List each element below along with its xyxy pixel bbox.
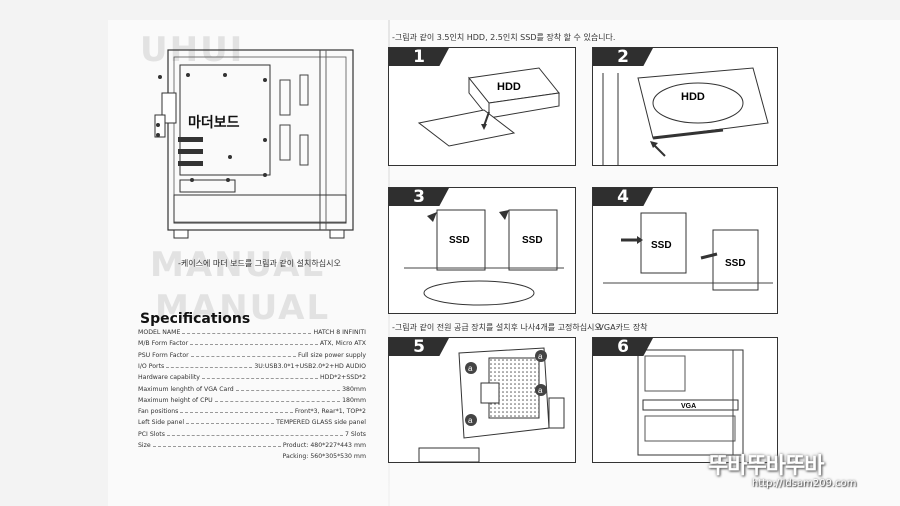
spec-leader [166,434,343,436]
spec-row: Maximum height of CPU 180mm [138,395,366,406]
spec-key: Maximum height of CPU [138,396,213,404]
watermark-url: http://ldsam209.com [752,478,857,489]
step-1-badge: 1 [389,48,449,66]
screw-marker: a [538,386,543,395]
spec-value: HATCH 8 INFINITI [313,329,366,336]
spec-leader [182,333,312,334]
ssd-label: SSD [449,235,470,246]
spec-value: 7 Slots [345,430,366,438]
spec-key: Fan positions [138,408,179,416]
spec-value: 3U:USB3.0*1+USB2.0*2+HD AUDIO [254,362,366,370]
spec-key: M/B Form Factor [138,340,189,348]
spec-leader [235,389,341,391]
left-caption: -케이스에 마더 보드를 그림과 같이 설치하십시오 [178,259,341,268]
screw-marker: a [468,364,473,373]
spec-key: Size [138,442,151,449]
step-5-figure: 5 a a a a [388,337,576,463]
spec-key: PSU Form Factor [138,351,189,359]
spec-value: Full size power supply [298,351,366,359]
spec-row: Fan positions Front*3, Rear*1, TOP*2 [138,406,366,417]
spec-row: Size Product: 480*227*443 mm [138,440,366,451]
spec-row: PCI Slots 7 Slots [138,429,366,440]
spec-value: Product: 480*227*443 mm [282,442,366,449]
header-caption: -그림과 같이 3.5인치 HDD, 2.5인치 SSD를 장착 할 수 있습니… [392,33,616,42]
ghost-text: MANUAL [150,245,326,285]
spec-value: 180mm [342,396,366,404]
step-5-badge: 5 [389,338,449,356]
spec-row: Maximum lenghth of VGA Card 380mm [138,384,366,395]
step-6-badge: 6 [593,338,653,356]
spec-row: M/B Form Factor ATX, Micro ATX [138,338,366,349]
screw-marker: a [468,416,473,425]
spec-key: Left Side panel [138,419,185,427]
ssd-label: SSD [651,240,672,251]
spec-row: Hardware capability HDD*2+SSD*2 [138,372,366,383]
spec-row: Packing: 560*305*530 mm [138,451,367,462]
spec-leader [201,378,318,380]
spec-key: MODEL NAME [138,329,181,336]
spec-key: Maximum lenghth of VGA Card [138,385,234,393]
spec-value: Front*3, Rear*1, TOP*2 [294,408,366,416]
ssd-label: SSD [522,235,543,246]
spec-row: I/O Ports 3U:USB3.0*1+USB2.0*2+HD AUDIO [138,361,366,372]
spec-leader [166,366,253,368]
vga-label: VGA [681,403,696,410]
hdd-label: HDD [497,81,521,93]
ghost-text: MANUAL [155,288,331,328]
spec-leader [190,344,318,346]
hdd-label: HDD [681,91,705,103]
mid-caption-right: -VGA카드 장착 [596,323,648,332]
spec-row: MODEL NAME HATCH 8 INFINITI [138,327,366,338]
spec-leader [214,400,341,402]
spec-leader [186,423,275,425]
watermark-logo: 뚜바뚜바뚜바 [708,454,824,479]
spec-value: 380mm [342,385,366,393]
spec-leader [180,412,293,414]
spec-value: HDD*2+SSD*2 [319,374,366,382]
case-label: 마더보드 [188,114,240,130]
screw-marker: a [538,352,543,361]
spec-value: Packing: 560*305*530 mm [282,453,367,461]
spec-key: PCI Slots [138,430,165,438]
step-3-figure: 3 SSD SSD [388,187,576,314]
blog-watermark: 뚜바뚜바뚜바 http://ldsam209.com [708,448,888,496]
spec-row: PSU Form Factor Full size power supply [138,350,366,361]
spec-value: TEMPERED GLASS side panel [276,419,366,427]
ssd-label: SSD [725,258,746,269]
step-4-figure: 4 SSD SSD [592,187,778,314]
spec-key: I/O Ports [138,362,165,370]
spec-key: Hardware capability [138,374,200,382]
spec-value: ATX, Micro ATX [319,340,366,348]
step-4-badge: 4 [593,188,653,206]
step-2-figure: 2 HDD [592,47,778,166]
step-3-badge: 3 [389,188,449,206]
step-6-figure: 6 VGA [592,337,778,463]
case-diagram: 마더보드 [154,49,354,239]
spec-leader [152,446,281,447]
spec-title: Specifications [140,311,251,327]
step-1-figure: 1 HDD [388,47,576,166]
spec-row: Left Side panel TEMPERED GLASS side panel [138,417,366,428]
step-2-badge: 2 [593,48,653,66]
spec-leader [190,355,297,357]
mid-caption-left: -그림과 같이 전원 공급 장치를 설치후 나사4개를 고정하십시오 [392,323,602,332]
